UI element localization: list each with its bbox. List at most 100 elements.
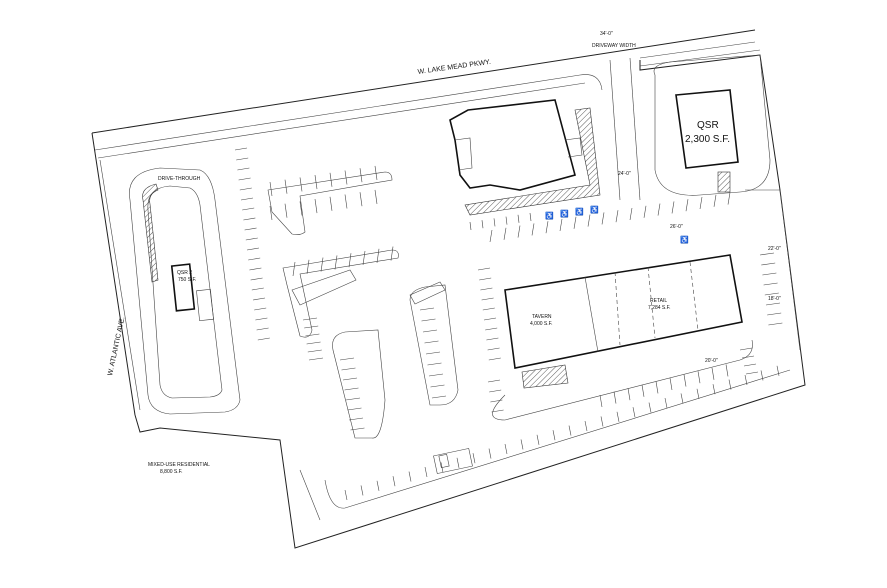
stall-line [256,327,269,331]
qsr-name: QSR [697,120,719,131]
stall-line [768,322,783,326]
stall-line [669,377,673,391]
stall-line [307,349,322,353]
landscape-strip [464,107,601,216]
stall-line [425,351,441,355]
stall-line [627,388,631,401]
street-atlantic-lines [91,132,141,416]
svg-text:♿: ♿ [680,235,689,244]
qsr2-building [170,263,214,321]
stall-line [632,407,636,418]
stall-line [344,170,348,185]
ada-stalls: ♿ ♿ ♿ ♿ ♿ [545,205,689,244]
stall-line [306,259,310,274]
stall-line [306,341,321,345]
stall-line [489,229,493,243]
stall-line [430,384,445,388]
stall-line [252,297,266,301]
stall-line [320,257,324,272]
stall-line [472,453,476,464]
stall-line [488,357,501,361]
stall-line [390,246,394,261]
stall-line [422,329,438,333]
stall-line [573,216,577,229]
stall-line [696,388,700,399]
stall-line [421,318,436,322]
stall-line [427,362,442,366]
stall-line [408,471,412,482]
stall-line [242,207,255,211]
stall-line [477,267,491,271]
stall-line [615,210,619,223]
stall-line [505,216,508,225]
stall-line [292,261,296,277]
stall-line [345,397,361,401]
stall-line [712,384,716,395]
stall-line [348,417,364,421]
stall-line [348,253,352,268]
stall-line [761,262,776,266]
stall-line [374,165,378,180]
stall-line [503,227,507,240]
stall-line [664,397,668,409]
stall-line [601,212,605,225]
qsr-area: 2,300 S.F. [685,134,730,145]
stall-line [680,393,684,404]
tavern-area: 4,000 S.F. [530,321,553,327]
stall-line [552,430,556,441]
residential-label: MIXED-USE RESIDENTIAL [148,462,210,468]
stall-line [238,177,251,181]
stall-line [641,384,645,397]
stall-line [240,197,254,201]
drive-through-label: DRIVE-THROUGH [158,176,201,182]
stall-line [431,395,447,399]
stall-line [545,221,549,234]
stall-line [374,189,378,204]
stall-line [725,364,729,377]
stall-line [728,379,732,390]
stall-line [520,439,524,450]
stall-line [743,363,757,367]
stall-line [257,337,270,341]
stall-line [239,187,252,191]
stall-line [531,223,535,236]
stall-line [739,347,753,351]
residential-area-label: 8,800 S.F. [160,469,183,475]
stall-line [517,214,520,223]
driveway-width-label: DRIVEWAY WIDTH [592,43,636,49]
stall-line [655,381,659,394]
stall-line [344,194,348,209]
parking-stalls [234,147,783,501]
stall-line [490,399,503,403]
stall-line [350,427,365,431]
tavern-name: TAVERN [532,314,552,320]
stall-line [255,317,268,321]
stall-line [314,175,318,190]
stall-line [244,227,257,231]
stall-line [767,312,782,316]
stall-line [504,443,508,455]
qsr-building [653,54,771,196]
stall-line [568,425,572,436]
stall-line [342,377,358,381]
retail-name: RETAIL [650,298,667,304]
stall-line [284,203,288,218]
stall-line [376,480,380,491]
qsr2-name: QSR 2 [177,270,192,276]
stall-line [483,317,497,321]
dim-20-label: 20'-0" [705,358,718,364]
stall-line [671,201,675,214]
svg-text:♿: ♿ [590,205,599,214]
stall-line [629,207,633,221]
street-lake-mead-lines [91,29,761,159]
stall-line [314,199,318,214]
stall-line [419,307,435,311]
stall-line [269,181,273,197]
stall-line [376,248,380,263]
stall-line [648,402,652,413]
stall-line [236,157,249,161]
stall-line [765,302,781,306]
stall-line [587,214,591,227]
stall-line [481,220,484,229]
